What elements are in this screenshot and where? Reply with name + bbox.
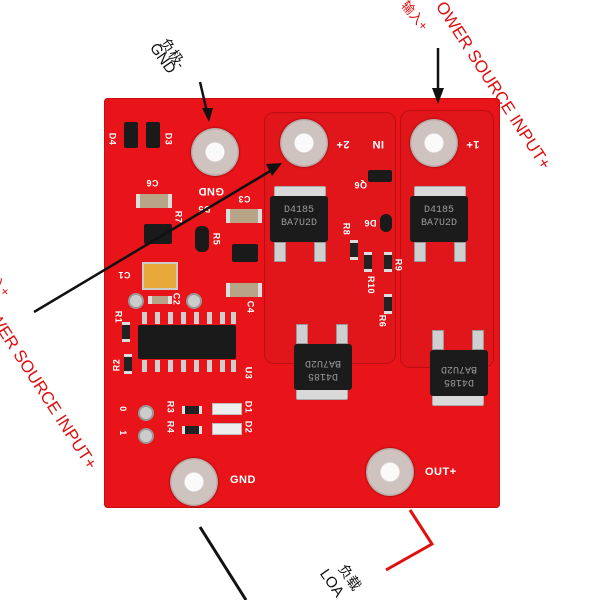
diode-d6 bbox=[380, 214, 392, 232]
label-q6: Q6 bbox=[354, 180, 368, 190]
mosfet-marking-1: D4185 bbox=[423, 205, 454, 216]
capacitor-c4 bbox=[226, 283, 262, 297]
via-left bbox=[128, 293, 144, 309]
label-r6: R6 bbox=[377, 314, 388, 328]
label-in: IN bbox=[372, 138, 384, 150]
resistor-r9 bbox=[384, 252, 392, 272]
mosfet-marking-1: D4185 bbox=[308, 370, 339, 381]
transistor-sot23-mid bbox=[232, 244, 258, 262]
via-right bbox=[186, 293, 202, 309]
label-r8: R8 bbox=[341, 222, 352, 236]
label-out: OUT+ bbox=[425, 466, 457, 478]
annotation-input-left-en: OWER SOURCE INPUT+ bbox=[0, 298, 101, 473]
ic-pins-bottom bbox=[140, 360, 236, 372]
label-jumper-0: 0 bbox=[117, 406, 128, 412]
label-r7: R7 bbox=[173, 210, 184, 224]
label-c2: C2 bbox=[171, 292, 182, 306]
transistor-q6 bbox=[368, 170, 392, 182]
diode-d4 bbox=[124, 122, 138, 148]
label-c3: C3 bbox=[238, 194, 251, 204]
label-u3: U3 bbox=[243, 366, 254, 380]
diode-d3 bbox=[146, 122, 160, 148]
terminal-input-2 bbox=[280, 119, 328, 167]
terminal-gnd-top bbox=[191, 128, 239, 176]
mosfet-bottom-right: D4185 BA7U2D bbox=[430, 330, 488, 406]
jumper-pad-0 bbox=[138, 405, 154, 421]
label-gnd-bottom: GND bbox=[230, 474, 256, 486]
mosfet-marking-2: BA7U2D bbox=[420, 218, 457, 229]
diode-d5 bbox=[195, 226, 209, 252]
label-d3: D3 bbox=[163, 132, 174, 146]
mosfet-marking-1: D4185 bbox=[444, 376, 475, 387]
ic-pins-top bbox=[140, 312, 236, 324]
resistor-r6 bbox=[384, 294, 392, 314]
resistor-r4 bbox=[182, 426, 202, 434]
label-r2: R2 bbox=[111, 358, 122, 372]
label-r4: R4 bbox=[165, 420, 176, 434]
label-d5: D5 bbox=[198, 204, 211, 214]
resistor-r2 bbox=[124, 354, 132, 374]
label-gnd-top: GND bbox=[198, 185, 224, 197]
tantalum-capacitor-c1 bbox=[142, 262, 178, 290]
capacitor-c6 bbox=[136, 194, 172, 208]
label-r5: R5 bbox=[211, 232, 222, 246]
terminal-out bbox=[366, 448, 414, 496]
mosfet-bottom-left: D4185 BA7U2D bbox=[294, 324, 352, 400]
led-d2 bbox=[212, 423, 242, 435]
transistor-sot23-left bbox=[144, 224, 172, 244]
terminal-gnd-bottom bbox=[170, 458, 218, 506]
mosfet-marking-2: BA7U2D bbox=[441, 363, 478, 374]
label-r1: R1 bbox=[113, 310, 124, 324]
annotation-input-left-cn: 输入+ bbox=[0, 263, 14, 300]
label-c4: C4 bbox=[245, 300, 256, 314]
capacitor-c2 bbox=[148, 296, 172, 304]
annotation-input-right-cn: 输入+ bbox=[398, 0, 432, 34]
label-input-1: 1+ bbox=[466, 138, 480, 150]
mosfet-marking-1: D4185 bbox=[283, 205, 314, 216]
mosfet-marking-2: BA7U2D bbox=[280, 218, 317, 229]
label-r9: R9 bbox=[393, 258, 404, 272]
resistor-r10 bbox=[364, 252, 372, 272]
label-r3: R3 bbox=[165, 400, 176, 414]
label-d2: D2 bbox=[243, 420, 254, 434]
label-d1: D1 bbox=[243, 400, 254, 414]
mosfet-marking-2: BA7U2D bbox=[305, 357, 342, 368]
jumper-pad-1 bbox=[138, 428, 154, 444]
label-c1: C1 bbox=[118, 270, 131, 280]
label-jumper-1: 1 bbox=[117, 430, 128, 436]
label-d6: D6 bbox=[364, 218, 377, 228]
label-d4: D4 bbox=[107, 132, 118, 146]
resistor-r3 bbox=[182, 406, 202, 414]
resistor-r1 bbox=[122, 322, 130, 342]
resistor-r8 bbox=[350, 240, 358, 260]
capacitor-c3 bbox=[226, 209, 262, 223]
label-input-2: 2+ bbox=[336, 138, 350, 150]
ic-u3 bbox=[138, 325, 236, 359]
label-r10: R10 bbox=[366, 275, 377, 295]
led-d1 bbox=[212, 403, 242, 415]
label-c6: C6 bbox=[146, 178, 159, 188]
terminal-input-1 bbox=[410, 119, 458, 167]
